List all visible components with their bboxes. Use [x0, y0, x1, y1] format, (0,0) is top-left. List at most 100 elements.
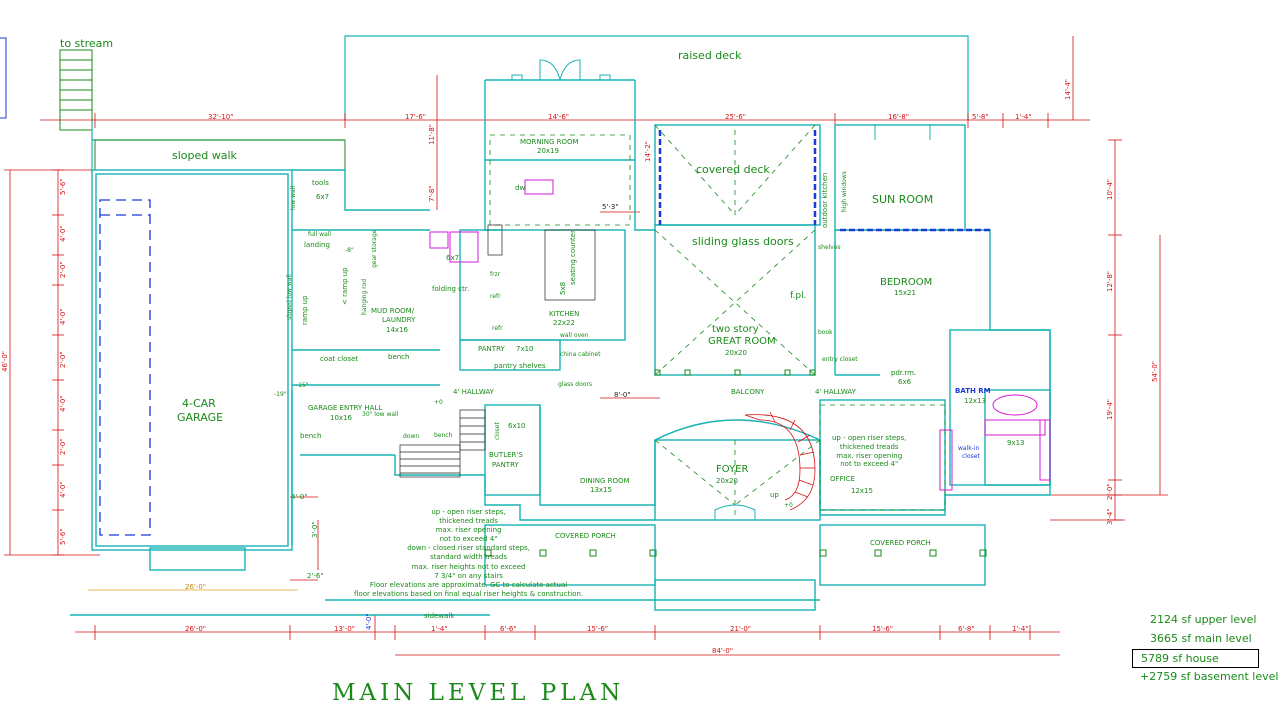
bench-label: bench: [388, 353, 410, 361]
area-house-text: 5789 sf house: [1141, 652, 1219, 665]
stair-up-label: up: [770, 491, 779, 499]
outdoor-kitchen-label: outdoor kitchen: [821, 172, 829, 228]
powder-room-label: pdr.rm.: [891, 369, 917, 377]
dim-misc-9: 4'-0": [365, 613, 373, 630]
freezer-label: frzr: [490, 271, 501, 278]
dim-bottom-3: 1'-4": [431, 625, 448, 633]
butlers-pantry-label-2: PANTRY: [492, 461, 519, 469]
entry-closet-label: entry closet: [822, 356, 858, 363]
dim-right-6: 3'-4": [1106, 508, 1114, 525]
note-line: thickened treads: [439, 517, 498, 526]
tools-size: 6x7: [316, 193, 330, 201]
plan-title: MAIN LEVEL PLAN: [332, 680, 625, 706]
dim-overall-bottom: 84'-0": [712, 647, 734, 655]
dim-misc-1: 11'-8": [428, 123, 436, 145]
note-line: floor elevations based on final equal ri…: [354, 589, 584, 598]
dim-misc-8: 2'-6": [307, 572, 324, 580]
sloped-walk-label: sloped walk: [172, 149, 237, 162]
sliding-glass-doors-label: sliding glass doors: [692, 235, 794, 248]
note-line: up - open riser steps,: [431, 508, 506, 516]
note-line: not to exceed 4": [840, 460, 899, 469]
note-line: max. riser opening: [836, 451, 903, 460]
area-house: 5789 sf house: [1132, 649, 1259, 668]
foyer-label: FOYER: [716, 464, 749, 475]
dim-bottom-1: 26'-0": [185, 625, 207, 633]
dashed-overlays: [489, 124, 946, 520]
dim-left-4: 4'-0": [59, 308, 67, 325]
high-windows-label: high windows: [841, 171, 848, 212]
bedroom-label: BEDROOM: [880, 277, 933, 288]
hallway-label: 4' HALLWAY: [453, 388, 494, 396]
office-size: 12x15: [851, 487, 873, 495]
office-label: OFFICE: [830, 475, 855, 483]
sloped-low-wall-label: sloped low wall: [286, 274, 293, 320]
main-stairs: [399, 224, 596, 478]
dim-top-3: 14'-6": [548, 113, 570, 121]
dim-left-8: 4'-0": [59, 481, 67, 498]
main-stair-note: up - open riser steps, thickened treads …: [354, 508, 583, 599]
mud-room-label: MUD ROOM/: [371, 307, 415, 315]
dim-top-5: 16'-8": [888, 113, 910, 121]
seating-counter-label: seating counter: [569, 230, 577, 285]
closet-size: 9x13: [1007, 439, 1025, 447]
dining-room-label: DINING ROOM: [580, 477, 630, 485]
bath-room-size: 12x13: [964, 397, 986, 405]
area-upper: 2124 sf upper level: [1150, 613, 1257, 626]
coat-closet-label: coat closet: [320, 355, 359, 363]
ramp-up-label-2: < ramp up: [341, 267, 349, 305]
dim-top-4: 25'-6": [725, 113, 747, 121]
dim-bottom-5: 15'-6": [587, 625, 609, 633]
note-line: thickened treads: [839, 442, 899, 451]
dim-bottom-2: 13'-0": [334, 625, 356, 633]
dim-right-2: 12'-8": [1106, 270, 1114, 292]
dim-misc-7: 3'-0": [311, 521, 319, 538]
laundry-label: LAUNDRY: [382, 316, 416, 324]
fireplace-label: f.pl.: [790, 291, 807, 301]
dim-top-1: 32'-10": [208, 113, 234, 121]
dim-garage-width: 26'-0": [185, 583, 207, 591]
note-line: not to exceed 4": [439, 535, 498, 544]
foyer-size: 20x20: [716, 477, 738, 485]
dining-room-size: 13x15: [590, 486, 612, 494]
tools-label: tools: [312, 179, 329, 187]
dim-bottom-9: 1'-4": [1012, 625, 1029, 633]
walk-in-closet-label: closet: [962, 453, 980, 460]
powder-room-size: 6x6: [898, 378, 912, 386]
dim-top-7: 1'-4": [1015, 113, 1032, 121]
sun-room-label: SUN ROOM: [872, 193, 934, 206]
elev-minus15: -15": [296, 382, 309, 389]
note-line: up - open riser steps,: [832, 434, 907, 442]
low-wall-label: low wall: [290, 185, 297, 210]
garage-entry-hall-size: 10x16: [330, 414, 352, 422]
dim-top-6: 5'-8": [972, 113, 989, 121]
dim-left-5: 2'-0": [59, 351, 67, 368]
garage-label-2: GARAGE: [177, 411, 224, 424]
mud-room-size: 14x16: [386, 326, 408, 334]
area-basement: +2759 sf basement level: [1140, 670, 1279, 683]
raised-deck-label: raised deck: [678, 49, 742, 62]
edge-fragment: [0, 37, 7, 119]
garage-doors: [99, 199, 151, 536]
elev-plus0: +0: [434, 399, 443, 406]
dim-left-7: 2'-0": [59, 438, 67, 455]
elev-minus8: -8": [345, 247, 354, 254]
covered-porch-label-2: COVERED PORCH: [870, 539, 931, 547]
covered-porch-label: COVERED PORCH: [555, 532, 616, 540]
low-wall-30-label: 30" low wall: [362, 411, 399, 418]
butlers-pantry-label: BUTLER'S: [489, 451, 523, 459]
dim-right-total: 54'-0": [1151, 360, 1159, 382]
note-line: 7 3/4" on any stairs: [434, 571, 503, 580]
note-line: standard width treads: [430, 553, 508, 562]
dim-left-1: 5'-6": [59, 178, 67, 195]
bench-label-3: bench: [434, 432, 453, 439]
closet-6x10-size: 6x10: [508, 422, 526, 430]
dim-left-2: 4'-0": [59, 225, 67, 242]
dim-left-6: 4'-0": [59, 395, 67, 412]
refrigerator-label-2: refr: [492, 325, 503, 332]
landing-label: landing: [304, 241, 330, 249]
dim-bottom-8: 6'-8": [958, 625, 975, 633]
dimension-lines: [4, 36, 1168, 656]
note-line: max. riser opening: [435, 526, 502, 535]
dim-misc-2: 7'-8": [428, 185, 436, 202]
